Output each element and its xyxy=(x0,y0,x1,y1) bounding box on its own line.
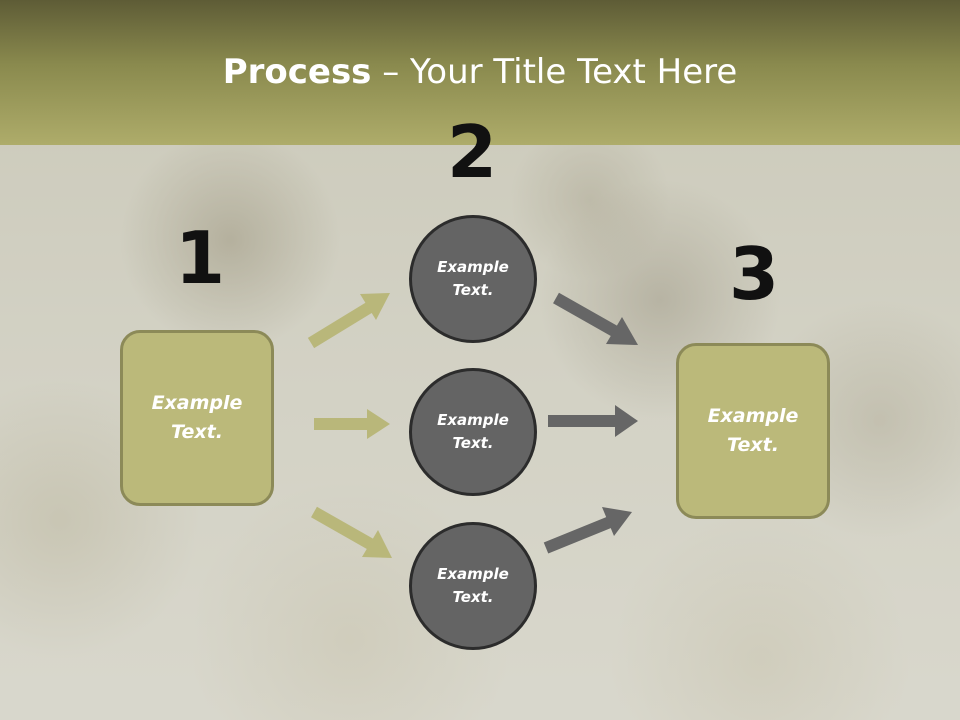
step-2-circle-middle: Example Text. xyxy=(409,368,537,496)
step-2-circle-bottom: Example Text. xyxy=(409,522,537,650)
arrow-1-to-bottom xyxy=(311,506,392,558)
arrow-top-to-3 xyxy=(553,292,638,345)
arrow-middle-to-3 xyxy=(548,405,638,437)
step-2-circle-top: Example Text. xyxy=(409,215,537,343)
arrow-1-to-top xyxy=(307,293,390,349)
circle-top-text: Example Text. xyxy=(437,258,509,299)
step-number-2: 2 xyxy=(446,110,498,194)
step-3-box: Example Text. xyxy=(676,343,830,519)
title-bar: Process – Your Title Text Here xyxy=(0,0,960,145)
step-number-3: 3 xyxy=(728,232,780,316)
arrow-bottom-to-3 xyxy=(543,507,632,554)
step-number-1: 1 xyxy=(174,216,226,300)
slide-title: Process – Your Title Text Here xyxy=(0,52,960,92)
arrow-1-to-middle xyxy=(314,409,390,439)
title-bold: Process xyxy=(222,52,372,92)
title-rest: – Your Title Text Here xyxy=(371,52,738,92)
circle-middle-text: Example Text. xyxy=(437,411,509,452)
step-3-text: Example Text. xyxy=(707,405,799,456)
step-1-box: Example Text. xyxy=(120,330,274,506)
circle-bottom-text: Example Text. xyxy=(437,565,509,606)
step-1-text: Example Text. xyxy=(151,392,243,443)
